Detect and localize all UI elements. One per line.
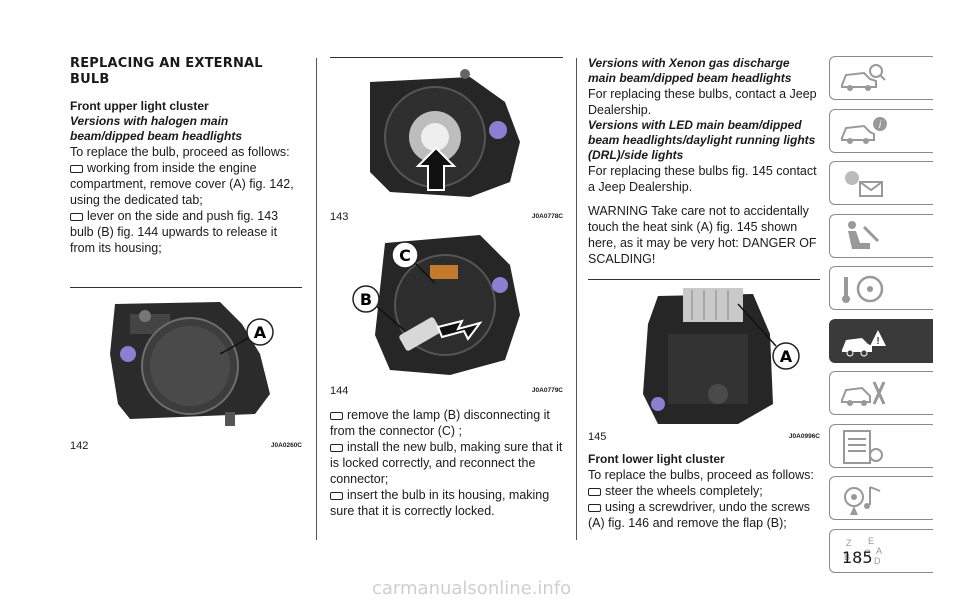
tab-instrument-panel[interactable]: i [829,108,933,153]
bulb-release-image [370,69,520,197]
subheading-front-upper: Front upper light cluster [70,99,209,113]
bullet-item: working from inside the engine compartme… [70,161,294,207]
subheading-front-lower: Front lower light cluster [588,452,725,466]
xenon-text: For replacing these bulbs, contact a Jee… [588,87,817,117]
figure-caption: 145 J0A0996C [588,431,820,445]
car-tools-icon [841,381,886,406]
svg-text:Z: Z [846,538,852,548]
led-text: For replacing these bulbs fig. 145 conta… [588,164,817,194]
intro-text: To replace the bulbs, proceed as follows… [588,468,814,482]
tab-getting-to-know[interactable] [829,56,933,100]
bullet-icon [588,503,601,512]
led-heat-sink-image: A [643,288,800,424]
bullet-icon [70,164,83,173]
bullet-icon [70,212,83,221]
bullet-icon [330,443,343,452]
tab-multimedia[interactable] [829,476,933,520]
callout-label-a: A [780,347,793,366]
column-3: Versions with Xenon gas discharge main b… [588,56,820,531]
figure-code: J0A0778C [531,213,563,220]
subheading-halogen: Versions with halogen main beam/dipped b… [70,114,243,143]
specs-list-icon [843,429,883,464]
page-number: 185 [842,548,873,567]
bullet-item: using a screwdriver, undo the screws (A)… [588,500,810,530]
svg-text:i: i [879,120,882,131]
figure-caption: 143 J0A0778C [330,211,563,225]
headlight-cover-image: A [110,302,274,426]
bullet-item: remove the lamp (B) disconnecting it fro… [330,408,550,438]
figure-code: J0A0260C [270,442,302,449]
figure-code: J0A0996C [788,433,820,440]
tab-servicing[interactable] [829,371,933,415]
tab-warning-lights[interactable] [829,266,933,310]
callout-label-c: C [399,246,411,265]
watermark-text: carmanualsonline.info [372,578,572,599]
figure-number: 145 [588,431,607,443]
subheading-xenon: Versions with Xenon gas discharge main b… [588,56,792,85]
svg-text:A: A [876,546,882,556]
figure-number: 144 [330,385,349,397]
figure-code: J0A0779C [531,387,563,394]
bullet-item: insert the bulb in its housing, making s… [330,488,550,518]
bullet-item: install the new bulb, making sure that i… [330,440,563,486]
warning-text: WARNING Take care not to accidentally to… [588,204,817,266]
svg-text:!: ! [876,336,879,347]
bullet-item: steer the wheels completely; [588,483,820,499]
callout-label-b: B [360,290,372,309]
seat-airbag-icon [848,220,880,249]
figure-144: C B 144 J0A0779C [330,225,563,399]
figure-142: A 142 J0A0260C [70,287,302,454]
bulb-connector-image: C B [352,235,520,375]
tab-emergency[interactable]: ! [829,318,933,363]
subheading-led: Versions with LED main beam/dipped beam … [588,118,816,162]
car-search-icon [841,64,886,91]
multimedia-icon [844,486,881,515]
figure-number: 142 [70,440,89,452]
tab-starting-driving[interactable] [829,213,933,258]
figure-caption: 142 J0A0260C [70,440,302,454]
svg-text:D: D [874,556,881,566]
column-divider [316,58,317,540]
bullet-icon [588,487,601,496]
figure-143: 143 J0A0778C [330,57,563,225]
bullet-item: lever on the side and push fig. 143 bulb… [70,209,279,255]
svg-text:C: C [864,548,871,558]
tab-technical-specs[interactable] [829,423,933,468]
figure-caption: 144 J0A0779C [330,385,563,399]
intro-text: To replace the bulb, proceed as follows: [70,145,290,159]
column-1: REPLACING AN EXTERNAL BULB Front upper l… [70,56,302,454]
callout-label-a: A [254,323,267,342]
figure-number: 143 [330,211,349,223]
car-emergency-icon: ! [842,329,886,356]
car-info-icon: i [841,116,887,144]
steering-wheel-icon [842,275,884,303]
section-heading: REPLACING AN EXTERNAL BULB [70,56,263,87]
bullet-icon [330,491,343,500]
column-2: 143 J0A0778C C B 144 J0A0779C remove the… [330,57,563,519]
warning-light-envelope-icon [845,171,883,197]
column-divider [576,58,577,540]
svg-text:I: I [858,556,861,566]
svg-text:E: E [868,536,874,546]
figure-145: A 145 J0A0996C [588,279,820,445]
bullet-icon [330,411,343,420]
tab-safety[interactable] [829,161,933,205]
svg-text:B: B [844,552,850,562]
